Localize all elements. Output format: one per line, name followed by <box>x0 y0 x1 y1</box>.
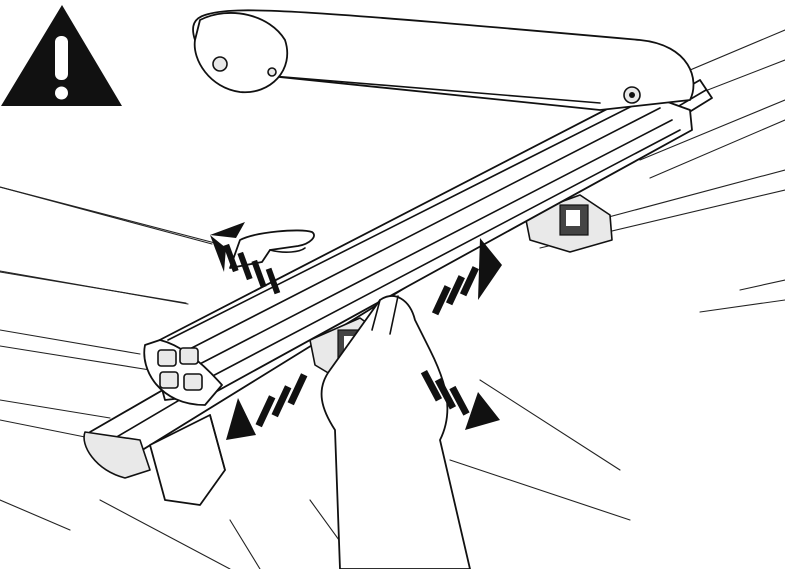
carrier-rail <box>143 91 693 406</box>
arrow-lower-left-icon <box>226 373 308 440</box>
folding-arm <box>192 9 695 111</box>
hand-left <box>229 229 315 269</box>
leader-lines <box>0 186 213 304</box>
arrow-center-right-icon <box>431 238 502 316</box>
warning-triangle-icon <box>1 5 122 106</box>
arrow-upper-left-icon <box>210 222 281 295</box>
arrow-lower-right-icon <box>420 369 500 430</box>
